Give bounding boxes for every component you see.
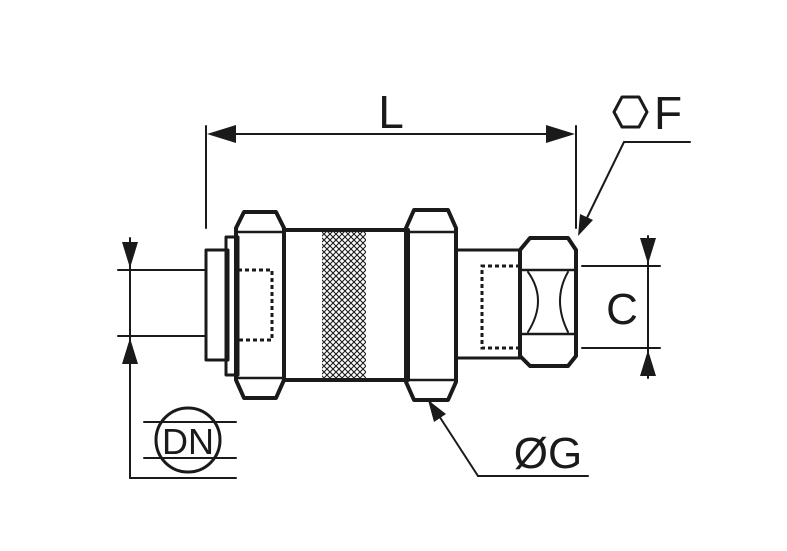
thread-diameter-dimension: C [581,235,661,379]
nominal-diameter-label: DN [162,421,214,462]
nominal-diameter-dimension: DN [117,237,237,479]
length-dimension: L [205,86,577,229]
fitting-body [204,208,578,402]
hex-size-label: F [654,87,682,139]
length-label: L [378,86,404,138]
hexagon-icon [612,95,649,129]
dn-circle-icon [154,406,222,474]
hex-size-callout: F [578,87,691,236]
outer-diameter-callout: ØG [428,400,589,478]
outer-diameter-label: ØG [514,429,582,478]
thread-diameter-label: C [606,285,638,334]
